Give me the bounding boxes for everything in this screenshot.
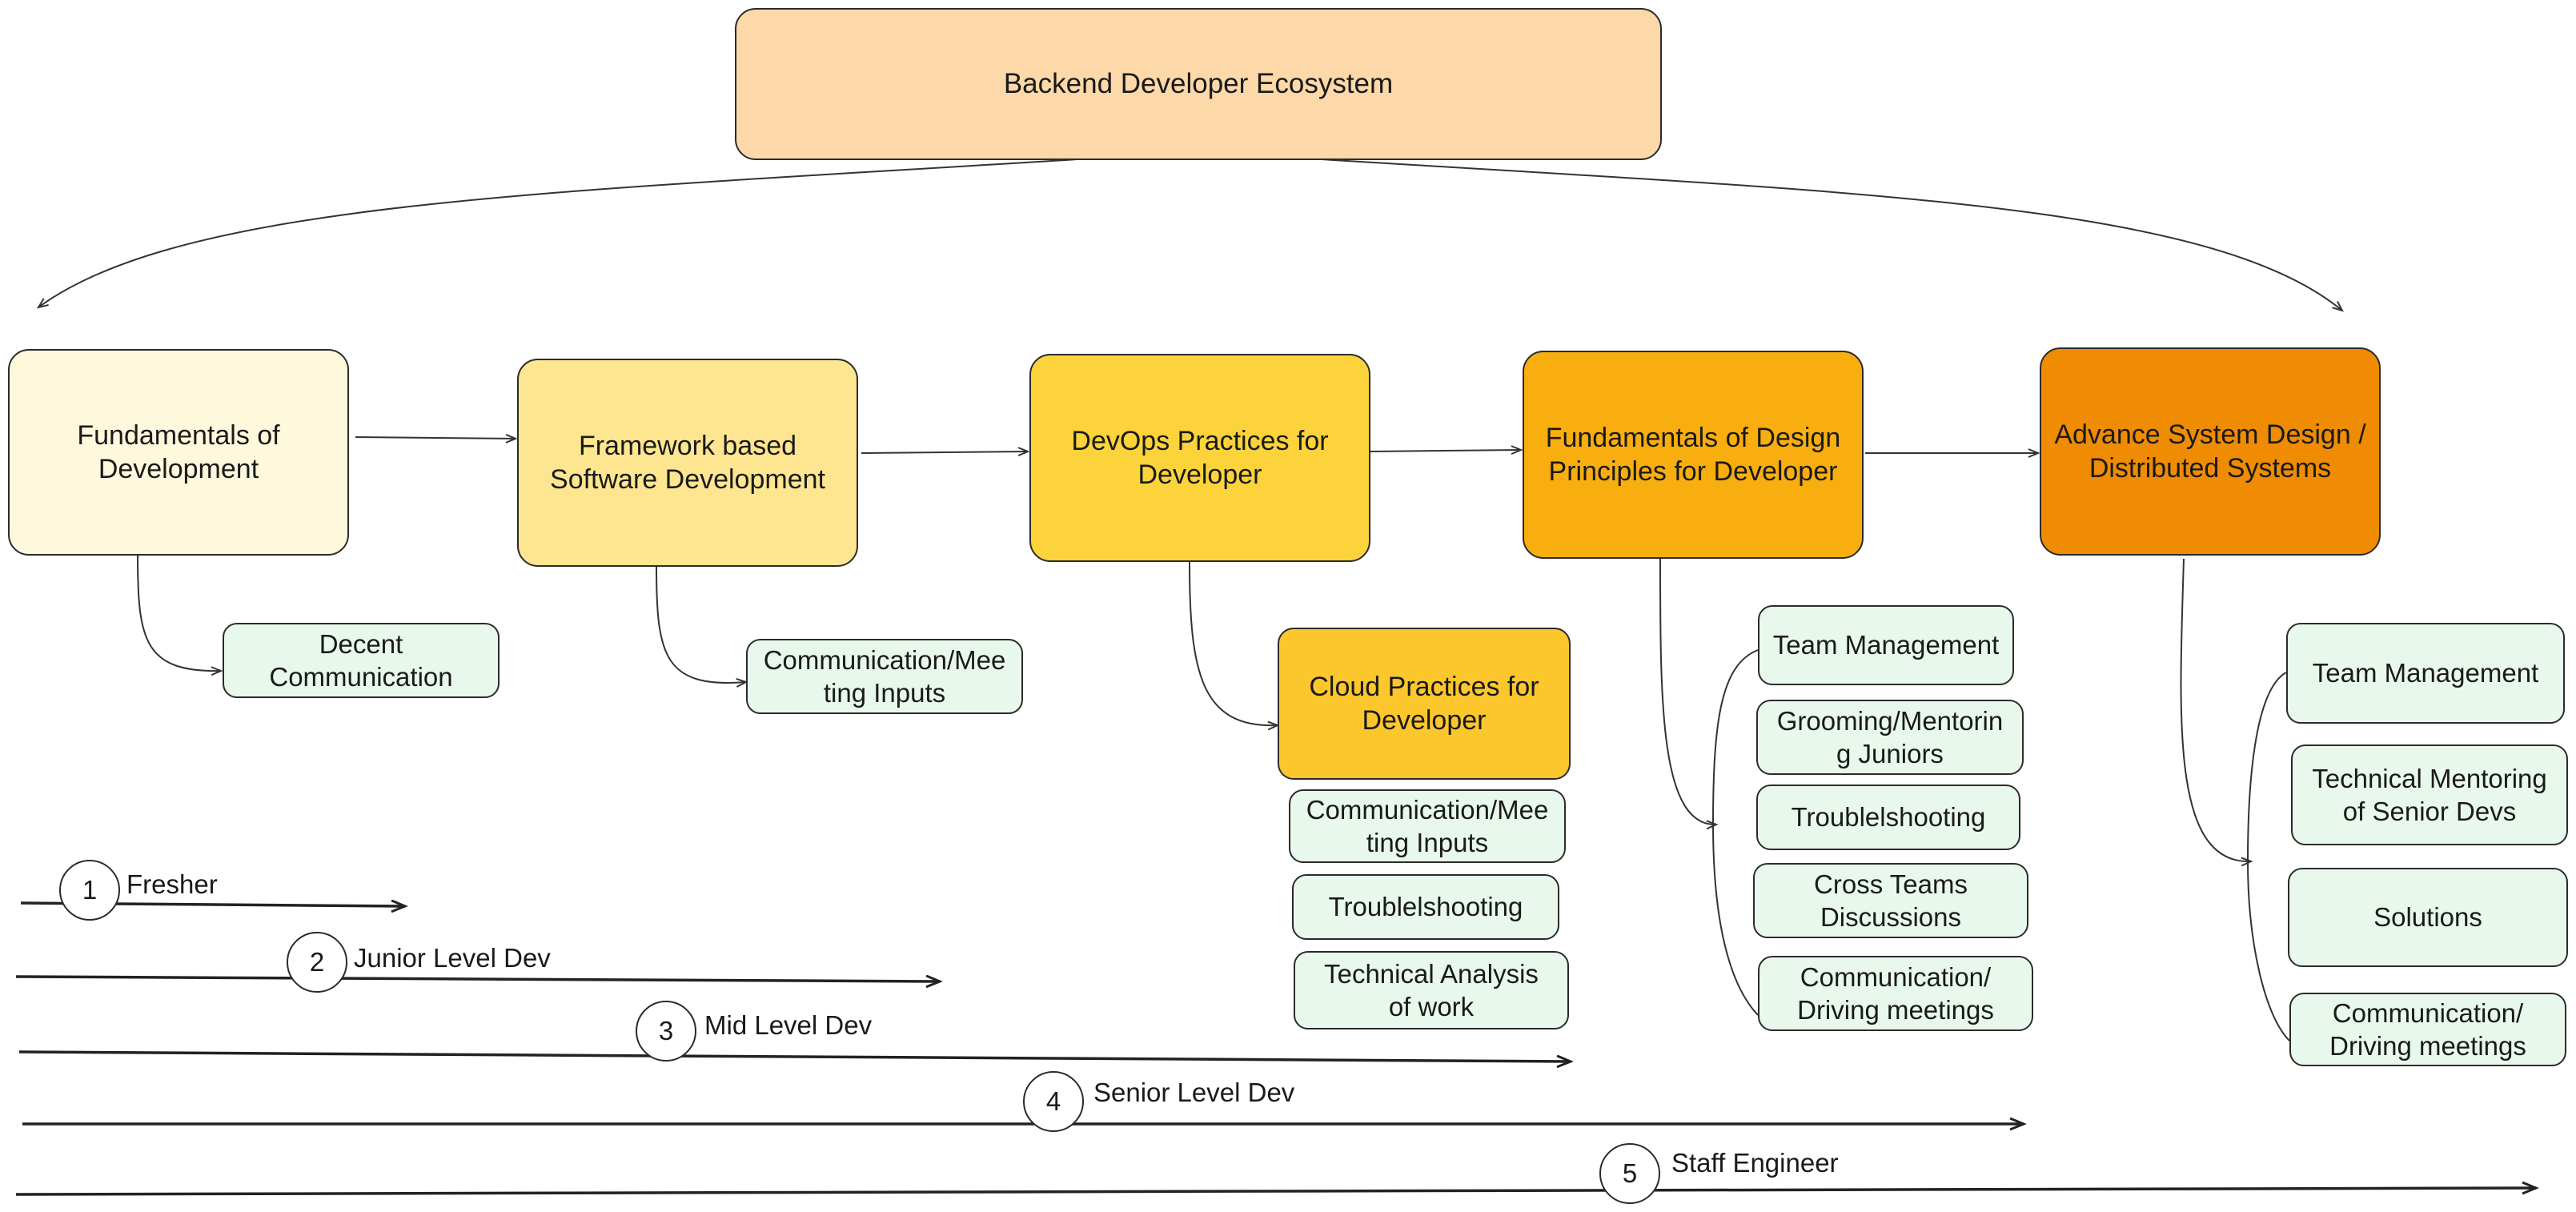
skill-label: Technical Analysis of work bbox=[1324, 958, 1539, 1021]
skill-advanced-solutions: Solutions bbox=[2288, 868, 2568, 967]
stage-arrow-2-3 bbox=[861, 447, 1030, 457]
stage-design-label: Fundamentals of Design Principles for De… bbox=[1545, 422, 1841, 488]
stage-arrow-1-2 bbox=[355, 433, 518, 443]
stage-fundamentals: Fundamentals of Development bbox=[8, 349, 349, 556]
stage-framework: Framework based Software Development bbox=[517, 359, 858, 567]
root-to-advanced-arrow bbox=[1309, 158, 2345, 312]
skill-advanced-team-management: Team Management bbox=[2286, 623, 2565, 724]
skill-cloud-communication: Communication/Mee ting Inputs bbox=[1289, 789, 1566, 863]
skill-label: Solutions bbox=[2373, 902, 2482, 933]
level-label-1: Fresher bbox=[126, 869, 218, 899]
skill-label: Communication/ Driving meetings bbox=[2329, 997, 2526, 1061]
level-number: 3 bbox=[658, 1016, 674, 1045]
advanced-to-skills-arrow bbox=[2180, 558, 2253, 867]
level-label-3: Mid Level Dev bbox=[704, 1010, 873, 1040]
skill-design-cross-teams: Cross Teams Discussions bbox=[1753, 863, 2028, 938]
root-node-label: Backend Developer Ecosystem bbox=[1003, 68, 1394, 100]
level-label-5: Staff Engineer bbox=[1671, 1148, 1839, 1178]
stage-devops: DevOps Practices for Developer bbox=[1029, 354, 1370, 562]
level-badge-3: 3 bbox=[636, 1001, 696, 1062]
root-to-fundamentals-arrow bbox=[36, 158, 1091, 309]
skill-advanced-technical-mentoring: Technical Mentoring of Senior Devs bbox=[2291, 744, 2568, 845]
devops-to-cloud-arrow bbox=[1189, 561, 1280, 731]
skill-design-grooming: Grooming/Mentorin g Juniors bbox=[1756, 700, 2024, 775]
level-arrow-3 bbox=[18, 1050, 1571, 1062]
skill-label: Communication/Mee ting Inputs bbox=[763, 644, 1006, 708]
cloud-practices-label: Cloud Practices for Developer bbox=[1309, 671, 1539, 736]
skill-label: Troublelshooting bbox=[1328, 892, 1523, 922]
root-node: Backend Developer Ecosystem bbox=[735, 8, 1662, 160]
skill-design-communication: Communication/ Driving meetings bbox=[1758, 956, 2033, 1031]
skill-label: Decent Communication bbox=[269, 628, 453, 692]
stage-framework-label: Framework based Software Development bbox=[550, 430, 825, 496]
level-badge-4: 4 bbox=[1023, 1071, 1084, 1132]
level-label-2: Junior Level Dev bbox=[354, 943, 551, 973]
level-number: 5 bbox=[1622, 1158, 1638, 1188]
design-to-skills-arrow bbox=[1659, 558, 1719, 830]
skill-design-team-management: Team Management bbox=[1758, 605, 2014, 685]
stage-fundamentals-label: Fundamentals of Development bbox=[77, 419, 280, 485]
fundamentals-to-communication-arrow bbox=[137, 555, 223, 676]
skill-cloud-technical-analysis: Technical Analysis of work bbox=[1294, 951, 1569, 1029]
stage-design: Fundamentals of Design Principles for De… bbox=[1523, 351, 1864, 559]
skill-decent-communication: Decent Communication bbox=[223, 623, 500, 698]
skill-label: Cross Teams Discussions bbox=[1814, 869, 1968, 932]
stage-advanced: Advance System Design / Distributed Syst… bbox=[2040, 347, 2381, 556]
cloud-practices-node: Cloud Practices for Developer bbox=[1278, 628, 1571, 780]
skill-cloud-troubleshooting: Troublelshooting bbox=[1292, 874, 1559, 940]
level-badge-1: 1 bbox=[59, 860, 120, 921]
level-badge-5: 5 bbox=[1599, 1143, 1660, 1204]
level-number: 2 bbox=[309, 947, 325, 977]
design-skills-brace bbox=[1711, 649, 1759, 1016]
skill-label: Grooming/Mentorin g Juniors bbox=[1776, 705, 2004, 769]
skill-framework-communication: Communication/Mee ting Inputs bbox=[746, 639, 1023, 714]
skill-label: Technical Mentoring of Senior Devs bbox=[2312, 763, 2547, 826]
level-arrow-5 bbox=[15, 1188, 2536, 1196]
skill-advanced-communication: Communication/ Driving meetings bbox=[2289, 993, 2566, 1066]
framework-to-communication-arrow bbox=[656, 566, 748, 688]
skill-label: Team Management bbox=[2312, 658, 2539, 688]
advanced-skills-brace bbox=[2246, 672, 2290, 1041]
level-badge-2: 2 bbox=[287, 932, 347, 993]
level-arrow-2 bbox=[15, 977, 940, 981]
stage-arrow-3-4 bbox=[1370, 445, 1523, 456]
stage-advanced-label: Advance System Design / Distributed Syst… bbox=[2054, 419, 2366, 484]
skill-label: Troublelshooting bbox=[1791, 802, 1986, 833]
skill-label: Team Management bbox=[1772, 630, 2000, 660]
stage-devops-label: DevOps Practices for Developer bbox=[1071, 425, 1329, 491]
skill-label: Communication/Mee ting Inputs bbox=[1306, 794, 1549, 857]
level-label-4: Senior Level Dev bbox=[1093, 1078, 1295, 1107]
skill-design-troubleshooting: Troublelshooting bbox=[1756, 785, 2020, 850]
level-number: 4 bbox=[1045, 1086, 1061, 1116]
level-number: 1 bbox=[82, 875, 98, 905]
skill-label: Communication/ Driving meetings bbox=[1797, 961, 1994, 1025]
